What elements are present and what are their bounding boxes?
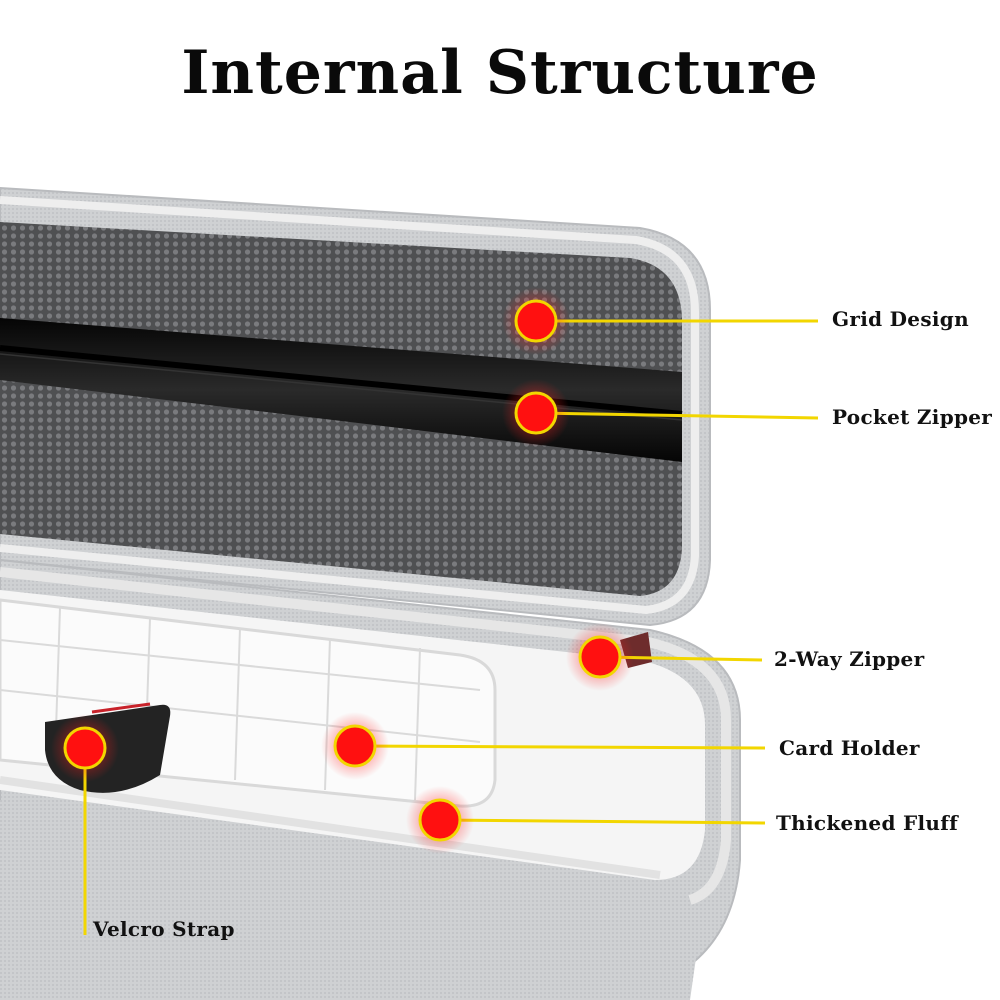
- label-grid-design: Grid Design: [832, 307, 969, 331]
- base-zipper-rim: [0, 567, 731, 905]
- marker-thickened-fluff: [406, 786, 474, 854]
- label-card-holder: Card Holder: [779, 736, 920, 760]
- page-title: Internal Structure: [181, 38, 819, 108]
- callout-line-pocket-zipper: [535, 411, 819, 420]
- label-2-way-zipper: 2-Way Zipper: [774, 647, 925, 671]
- label-thickened-fluff: Thickened Fluff: [776, 811, 959, 835]
- marker-2-way-zipper: [566, 623, 634, 691]
- callout-line-thickened-fluff: [439, 818, 766, 825]
- label-velcro-strap: Velcro Strap: [93, 917, 235, 941]
- lid-zipper-rim: [0, 196, 699, 615]
- marker-pocket-zipper: [502, 379, 570, 447]
- marker-velcro-strap: [51, 714, 119, 782]
- marker-grid-design: [502, 287, 570, 355]
- label-pocket-zipper: Pocket Zipper: [832, 405, 993, 429]
- callout-line-card-holder: [354, 744, 766, 750]
- card-slots: [0, 607, 481, 801]
- marker-card-holder: [321, 712, 389, 780]
- base-front-band: [0, 800, 700, 1000]
